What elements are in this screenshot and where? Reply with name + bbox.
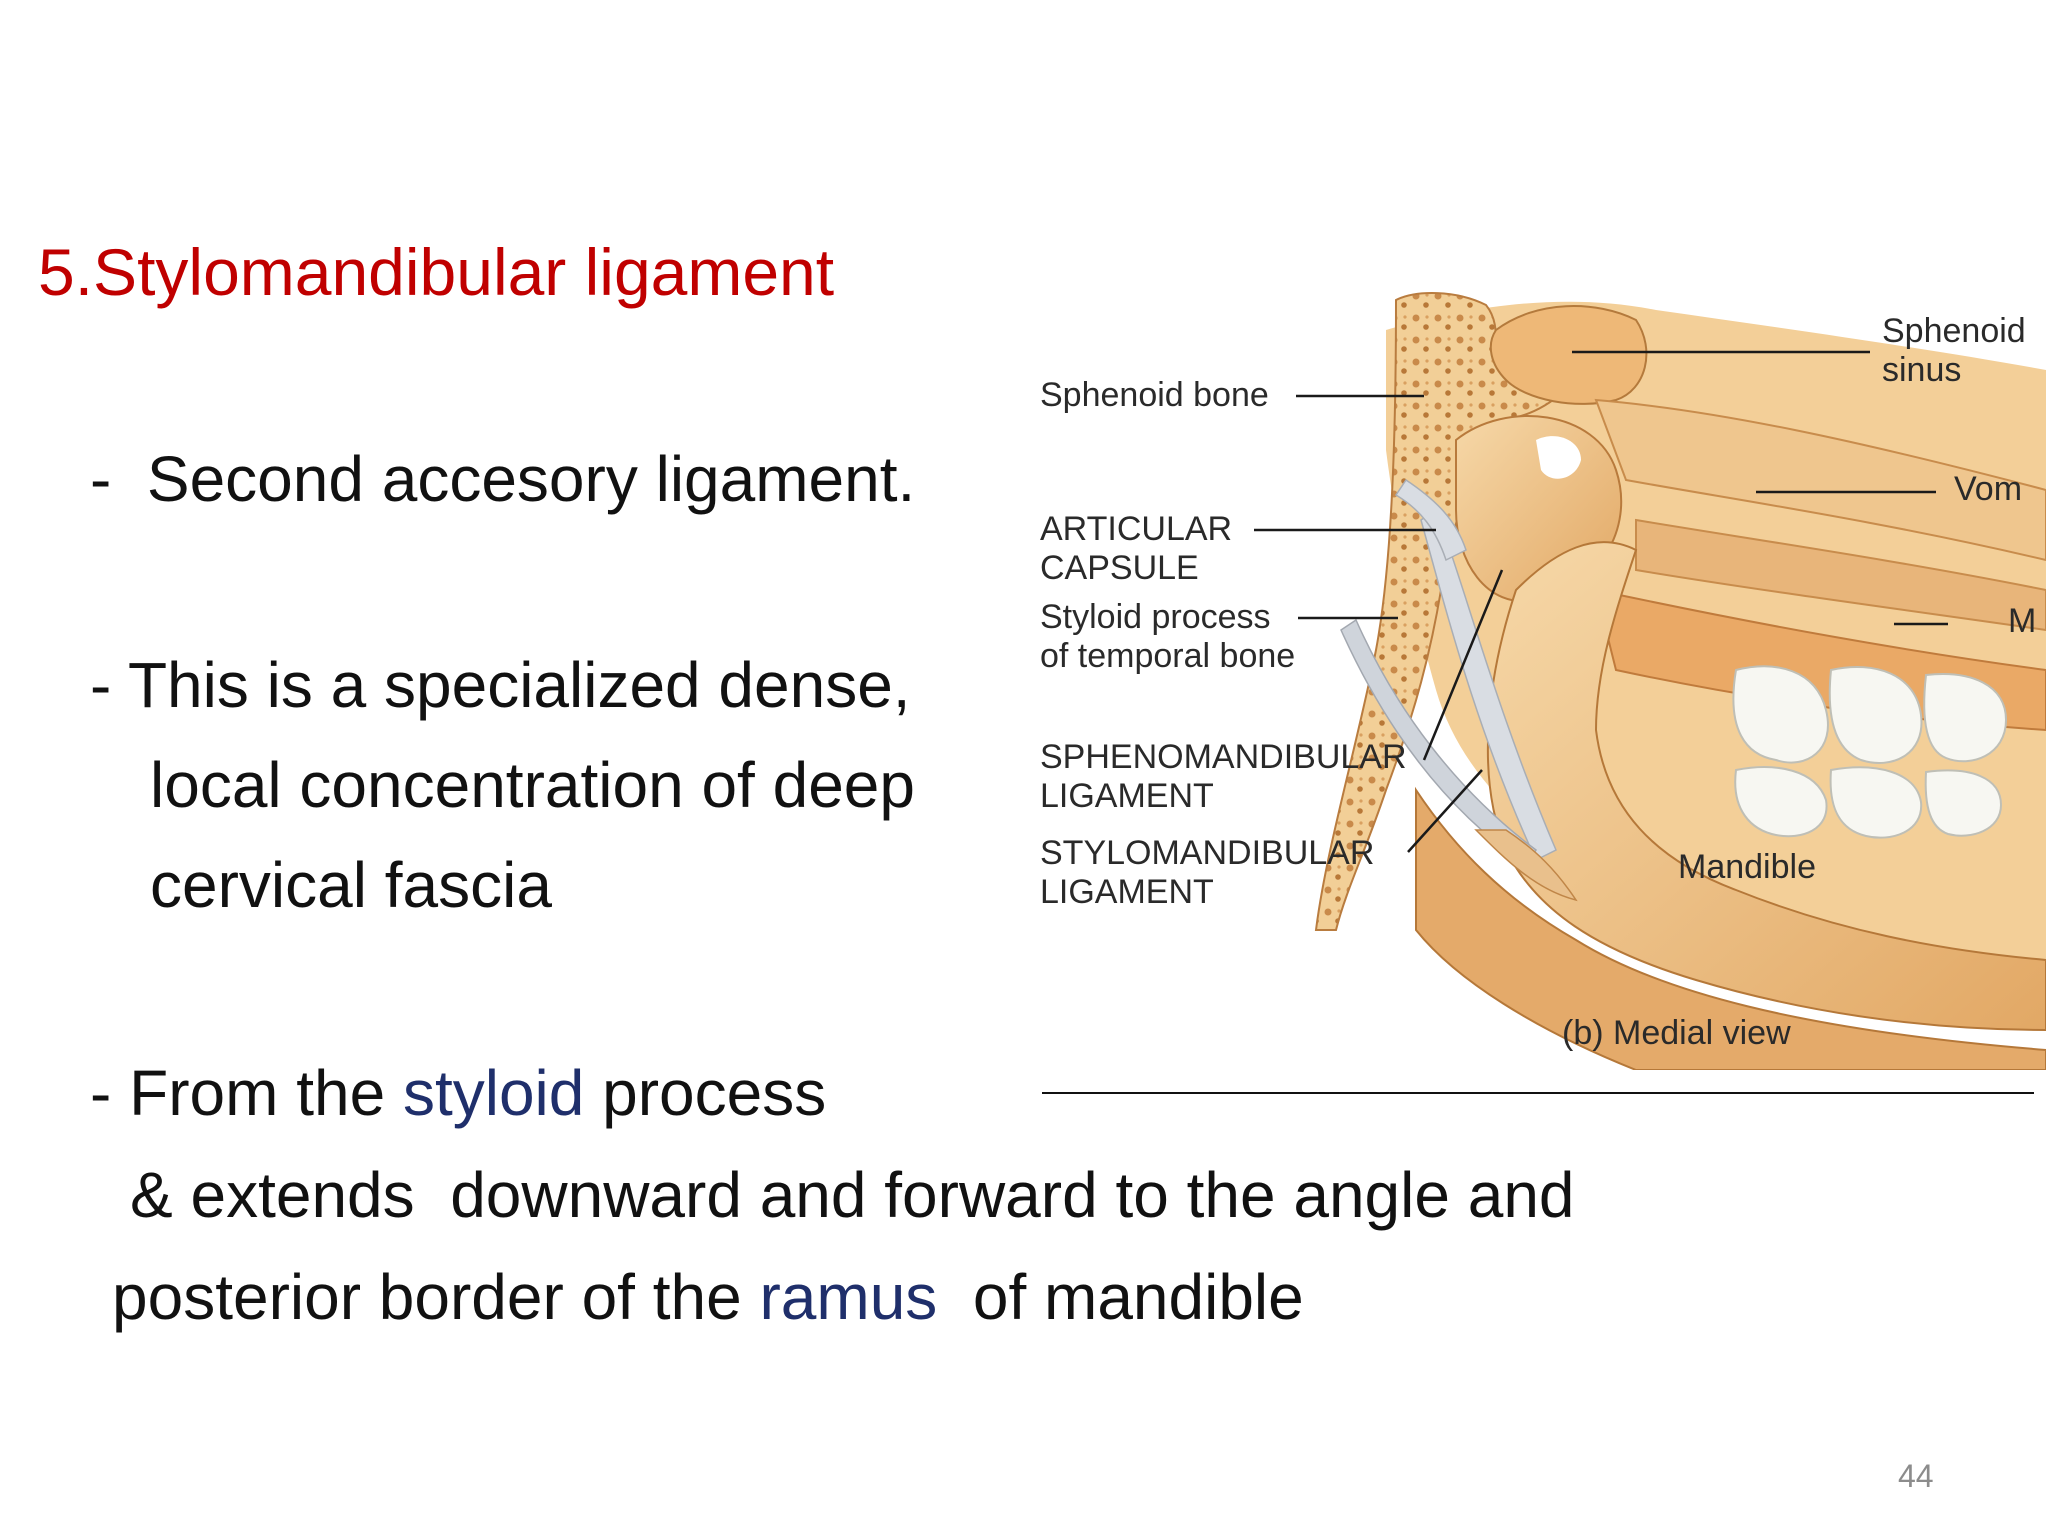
text-from-the: - From the — [90, 1057, 403, 1129]
page-number: 44 — [1898, 1458, 1934, 1494]
term-styloid: styloid — [402, 1057, 585, 1129]
bullet-specialized-dense: - This is a specialized dense, — [90, 649, 911, 721]
sphenoid-sinus-shape — [1489, 305, 1648, 405]
leader-lines — [1254, 350, 1948, 853]
text-posterior-border: posterior border of the — [112, 1261, 760, 1333]
figure-caption: (b) Medial view — [1562, 1014, 1791, 1052]
slide-title: 5.Stylomandibular ligament — [38, 235, 835, 309]
leader-line-sphenomandibular — [1422, 569, 1504, 761]
tooth-shape — [1734, 766, 1828, 838]
tooth-shape — [1923, 673, 2008, 763]
tooth-shape — [1828, 666, 1923, 764]
anatomy-illustration — [1254, 292, 2047, 1071]
condyle-highlight — [1536, 436, 1581, 479]
mandible-attachment-shape — [1474, 829, 1578, 902]
term-ramus: ramus — [759, 1261, 938, 1333]
articular-capsule-shape — [1394, 478, 1467, 562]
leader-line-stylomandibular — [1407, 769, 1483, 853]
text-of-mandible: of mandible — [937, 1261, 1304, 1333]
tooth-shape — [1732, 665, 1829, 764]
text-process: process — [584, 1057, 827, 1129]
label-sphenoid-bone: Sphenoid bone — [1040, 376, 1269, 414]
label-sphenomandibular-ligament: SPHENOMANDIBULAR LIGAMENT — [1040, 738, 1407, 816]
label-vomer: Vom — [1954, 470, 2023, 508]
ligament-group — [1340, 478, 1578, 902]
bullet-posterior-border: posterior border of the ramus of mandibl… — [112, 1262, 1304, 1332]
figure-divider — [1042, 1092, 2034, 1094]
tooth-shape — [1829, 766, 1923, 839]
teeth-group — [1732, 665, 2008, 839]
anatomy-figure: Sphenoid bone ARTICULAR CAPSULE Styloid … — [1036, 290, 2047, 1071]
bullet-from-styloid: - From the styloid process — [90, 1058, 826, 1128]
bullet-cervical-fascia: cervical fascia — [150, 849, 552, 921]
bullet-extends-downward: & extends downward and forward to the an… — [130, 1159, 1575, 1231]
label-styloid-process: Styloid process of temporal bone — [1040, 598, 1296, 676]
label-sphenoid-sinus: Sphenoid sinus — [1882, 312, 2026, 390]
label-maxilla: M — [2008, 602, 2037, 640]
label-stylomandibular-ligament: STYLOMANDIBULAR LIGAMENT — [1040, 834, 1375, 912]
tooth-shape — [1924, 769, 2003, 837]
sphenomandibular-ligament-shape — [1420, 508, 1557, 862]
mandible-body-shape — [1415, 786, 2047, 1071]
bullet-local-concentration: local concentration of deep — [150, 749, 915, 821]
label-mandible: Mandible — [1678, 848, 1816, 886]
bullet-second-accessory: - Second accesory ligament. — [90, 443, 916, 515]
label-articular-capsule: ARTICULAR CAPSULE — [1040, 510, 1233, 588]
